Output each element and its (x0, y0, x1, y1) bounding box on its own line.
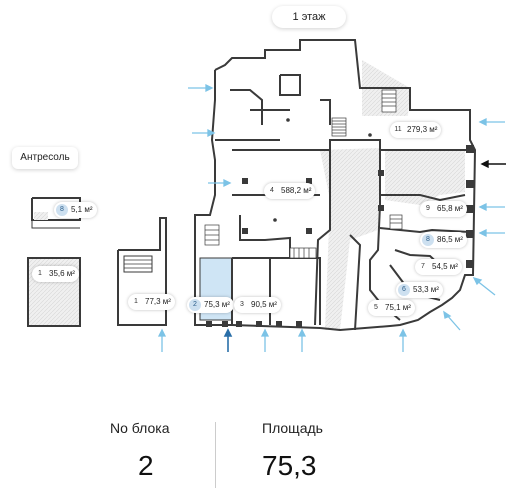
block-number-header: No блока (110, 420, 170, 436)
floor-selector[interactable]: 1 этаж (272, 6, 346, 28)
entrance-arrow-active (223, 328, 233, 352)
block-1-building (117, 217, 167, 326)
stairs (204, 89, 403, 259)
area-header: Площадь (262, 420, 323, 436)
floor-plan (27, 39, 506, 352)
columns (206, 118, 474, 327)
entrance-arrows (157, 83, 505, 352)
main-entrance-arrow (480, 159, 506, 169)
mezzanine-label[interactable]: Антресоль (12, 147, 78, 169)
block-number-value: 2 (138, 450, 154, 481)
area-value: 75,3 (262, 450, 317, 481)
mezzanine-block-8 (31, 197, 81, 229)
info-divider (215, 422, 216, 488)
building-walls (194, 39, 477, 332)
